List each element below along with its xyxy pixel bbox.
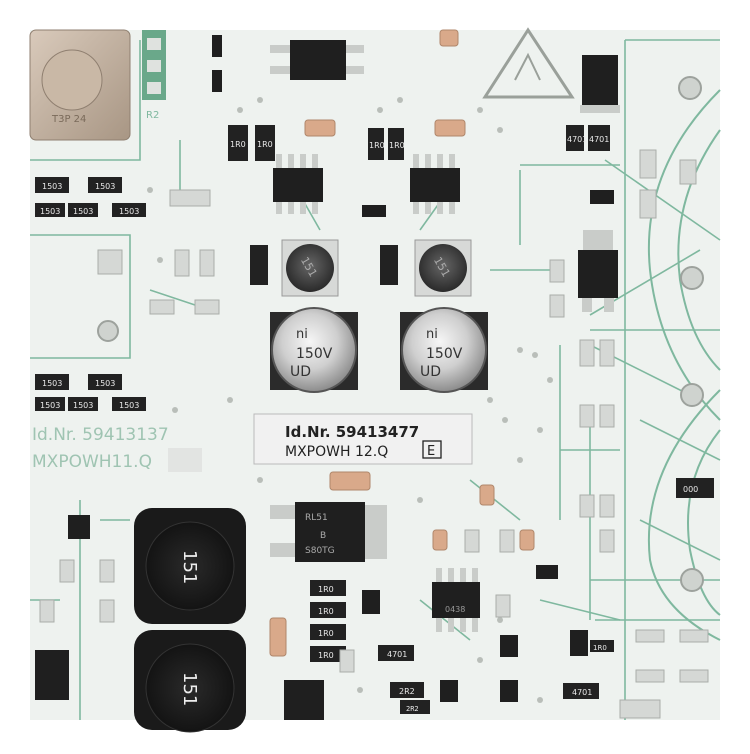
svg-text:Id.Nr. 59413137: Id.Nr. 59413137 — [32, 425, 169, 445]
sot-transistors — [35, 190, 614, 720]
esd-warning-icon — [482, 27, 575, 99]
revision-text: E — [427, 444, 435, 459]
svg-text:ni: ni — [296, 327, 308, 342]
svg-text:R2: R2 — [146, 110, 159, 121]
smd-resistors — [228, 125, 714, 498]
svg-text:1R0: 1R0 — [257, 140, 273, 149]
electrolytic-capacitor-right: ni 150V UD — [400, 307, 488, 393]
small-inductor-left: 151 — [281, 239, 339, 297]
svg-text:1503: 1503 — [95, 182, 115, 191]
svg-text:1503: 1503 — [73, 207, 93, 216]
arc-traces — [647, 89, 721, 641]
svg-text:1R0: 1R0 — [318, 651, 334, 660]
svg-text:1R0: 1R0 — [318, 629, 334, 638]
svg-text:151: 151 — [179, 672, 200, 706]
misc-resistors-bottom — [378, 645, 599, 699]
svg-text:4701: 4701 — [567, 135, 587, 144]
svg-text:1503: 1503 — [40, 401, 60, 410]
top-chips — [212, 35, 620, 113]
svg-text:1R0: 1R0 — [369, 141, 385, 150]
svg-text:ni: ni — [426, 327, 438, 342]
silkscreen-id: Id.Nr. 59413137 MXPOWH11.Q — [32, 425, 202, 472]
soic-chip-lower: 0438 — [432, 568, 480, 632]
ceramic-capacitors — [269, 29, 535, 657]
small-inductor-right: 151 — [414, 239, 472, 297]
svg-text:150V: 150V — [426, 346, 463, 362]
svg-text:UD: UD — [290, 364, 311, 380]
svg-text:MXPOWH11.Q: MXPOWH11.Q — [32, 452, 152, 472]
id-number-text: Id.Nr. 59413477 — [285, 423, 419, 441]
electrolytic-capacitor-left: ni 150V UD — [270, 307, 358, 393]
svg-text:4701: 4701 — [589, 135, 609, 144]
svg-text:151: 151 — [179, 550, 200, 584]
trimmer-potentiometer: T3P 24 — [29, 29, 131, 141]
small-vias — [147, 97, 553, 703]
svg-text:RL51: RL51 — [305, 513, 328, 523]
vias — [97, 76, 704, 592]
svg-text:1R0: 1R0 — [318, 607, 334, 616]
svg-text:1503: 1503 — [119, 207, 139, 216]
power-inductor-top: 151 — [134, 508, 246, 624]
svg-text:1R0: 1R0 — [230, 140, 246, 149]
misc-small-smd — [400, 640, 614, 714]
svg-text:1503: 1503 — [119, 401, 139, 410]
soic-chip-left — [273, 154, 323, 214]
svg-text:1503: 1503 — [73, 401, 93, 410]
svg-text:1503: 1503 — [42, 182, 62, 191]
svg-text:1R0: 1R0 — [389, 141, 405, 150]
svg-text:1503: 1503 — [40, 207, 60, 216]
svg-text:2R2: 2R2 — [399, 687, 415, 696]
svg-text:1503: 1503 — [95, 379, 115, 388]
solder-pads — [39, 149, 709, 719]
resistor-array-left — [35, 177, 146, 411]
svg-text:T3P 24: T3P 24 — [51, 114, 86, 125]
id-label-sticker: Id.Nr. 59413477 MXPOWH 12.Q E — [253, 413, 473, 465]
svg-text:0438: 0438 — [445, 605, 465, 614]
soic-chip-right — [410, 154, 460, 214]
model-text: MXPOWH 12.Q — [285, 444, 388, 460]
svg-text:150V: 150V — [296, 346, 333, 362]
svg-text:UD: UD — [420, 364, 441, 380]
svg-text:4701: 4701 — [572, 688, 592, 697]
mosfet-right — [578, 230, 618, 312]
pin-header: R2 — [142, 30, 166, 121]
svg-text:2R2: 2R2 — [406, 705, 419, 713]
svg-text:1503: 1503 — [42, 379, 62, 388]
svg-text:1R0: 1R0 — [593, 644, 607, 652]
dpak-mosfet: RL51 B S80TG — [270, 502, 387, 562]
svg-text:S80TG: S80TG — [305, 546, 335, 556]
svg-text:000: 000 — [683, 485, 698, 494]
svg-text:B: B — [320, 531, 326, 541]
svg-text:1R0: 1R0 — [318, 585, 334, 594]
svg-text:4701: 4701 — [387, 650, 407, 659]
power-inductor-bottom: 151 — [134, 630, 246, 733]
resistor-column — [310, 580, 346, 662]
